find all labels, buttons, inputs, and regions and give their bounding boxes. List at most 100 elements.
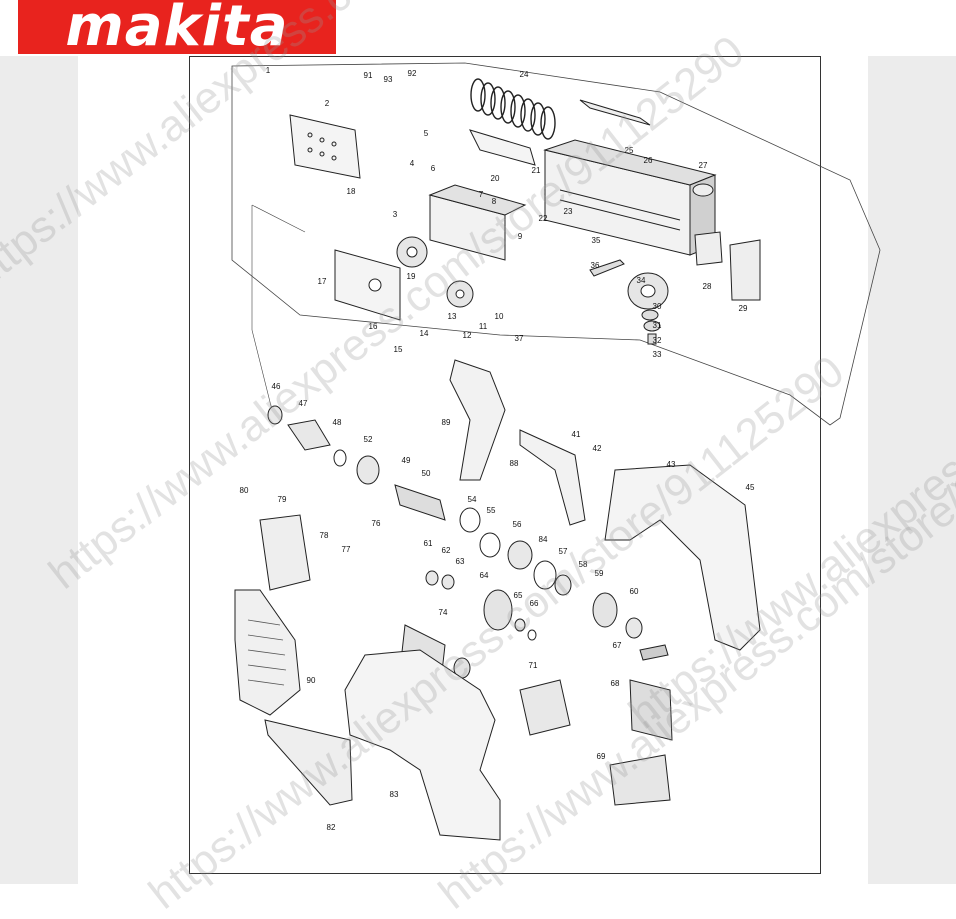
part-callout-49: 49 <box>402 456 411 465</box>
part-callout-66: 66 <box>530 599 539 608</box>
right-gray-margin <box>868 56 956 884</box>
part-callout-20: 20 <box>491 174 500 183</box>
part-callout-71: 71 <box>529 661 538 670</box>
part-callout-3: 3 <box>393 210 398 219</box>
hook-part <box>519 429 586 526</box>
side-plate <box>289 114 361 179</box>
part-callout-80: 80 <box>240 486 249 495</box>
rail-part <box>579 99 651 126</box>
grip-ribs <box>247 619 287 686</box>
part-callout-1: 1 <box>266 66 271 75</box>
part-callout-89: 89 <box>442 418 451 427</box>
makita-logo: makita <box>18 0 336 54</box>
part-callout-48: 48 <box>333 418 342 427</box>
part-callout-67: 67 <box>613 641 622 650</box>
gear-part <box>396 236 669 310</box>
part-callout-65: 65 <box>514 591 523 600</box>
part-callout-91: 91 <box>364 71 373 80</box>
part-callout-30: 30 <box>653 302 662 311</box>
part-callout-2: 2 <box>325 99 330 108</box>
part-callout-58: 58 <box>579 560 588 569</box>
part-callout-33: 33 <box>653 350 662 359</box>
part-callout-14: 14 <box>420 329 429 338</box>
part-callout-32: 32 <box>653 336 662 345</box>
part-callout-88: 88 <box>510 459 519 468</box>
drive-gear <box>483 589 618 631</box>
part-callout-26: 26 <box>644 156 653 165</box>
part-callout-78: 78 <box>320 531 329 540</box>
part-callout-12: 12 <box>463 331 472 340</box>
part-callout-68: 68 <box>611 679 620 688</box>
part-callout-84: 84 <box>539 535 548 544</box>
main-housing <box>344 649 501 841</box>
part-callout-23: 23 <box>564 207 573 216</box>
cover-part <box>259 514 311 591</box>
part-callout-6: 6 <box>431 164 436 173</box>
part-callout-55: 55 <box>487 506 496 515</box>
parts-diagram-svg: 1234567891011121314151617181920212223242… <box>231 62 881 841</box>
part-callout-83: 83 <box>390 790 399 799</box>
part-callout-29: 29 <box>739 304 748 313</box>
spring-part <box>470 78 556 140</box>
part-callout-61: 61 <box>424 539 433 548</box>
part-callout-28: 28 <box>703 282 712 291</box>
plate-part <box>264 719 353 806</box>
bearing-ring-parts <box>267 405 643 641</box>
part-callout-62: 62 <box>442 546 451 555</box>
callout-labels: 1234567891011121314151617181920212223242… <box>240 66 755 832</box>
part-callout-50: 50 <box>422 469 431 478</box>
part-callout-77: 77 <box>342 545 351 554</box>
part-callout-47: 47 <box>299 399 308 408</box>
part-callout-25: 25 <box>625 146 634 155</box>
part-callout-27: 27 <box>699 161 708 170</box>
small-hardware <box>589 259 661 345</box>
housing-half <box>604 464 761 651</box>
part-callout-17: 17 <box>318 277 327 286</box>
part-callout-74: 74 <box>439 608 448 617</box>
guide-housing <box>428 184 527 261</box>
assembly-leader <box>251 204 306 233</box>
left-gray-margin <box>0 56 78 884</box>
part-callout-54: 54 <box>468 495 477 504</box>
part-callout-92: 92 <box>408 69 417 78</box>
switch-part <box>609 679 673 806</box>
part-callout-16: 16 <box>369 322 378 331</box>
logo-text: makita <box>65 0 289 59</box>
front-plate <box>334 249 401 321</box>
part-callout-45: 45 <box>746 483 755 492</box>
bracket-part <box>469 129 536 166</box>
part-callout-69: 69 <box>597 752 606 761</box>
assembly-outline <box>231 62 881 426</box>
part-callout-59: 59 <box>595 569 604 578</box>
part-callout-13: 13 <box>448 312 457 321</box>
part-callout-60: 60 <box>630 587 639 596</box>
part-callout-15: 15 <box>394 345 403 354</box>
part-callout-90: 90 <box>307 676 316 685</box>
cap-part <box>692 183 761 301</box>
part-callout-52: 52 <box>364 435 373 444</box>
part-callout-46: 46 <box>272 382 281 391</box>
assembly-leader <box>251 329 273 411</box>
part-callout-63: 63 <box>456 557 465 566</box>
part-callout-31: 31 <box>653 321 662 330</box>
part-callout-24: 24 <box>520 70 529 79</box>
part-callout-64: 64 <box>480 571 489 580</box>
spindle-part <box>394 484 446 521</box>
stopper-part <box>449 359 506 481</box>
part-callout-82: 82 <box>327 823 336 832</box>
part-callout-76: 76 <box>372 519 381 528</box>
part-callout-35: 35 <box>592 236 601 245</box>
part-callout-43: 43 <box>667 460 676 469</box>
part-callout-57: 57 <box>559 547 568 556</box>
part-callout-9: 9 <box>518 232 523 241</box>
part-callout-7: 7 <box>479 190 484 199</box>
part-callout-11: 11 <box>479 322 488 331</box>
part-callout-21: 21 <box>532 166 541 175</box>
part-callout-22: 22 <box>539 214 548 223</box>
part-callout-37: 37 <box>515 334 524 343</box>
part-callout-93: 93 <box>384 75 393 84</box>
part-callout-56: 56 <box>513 520 522 529</box>
part-callout-36: 36 <box>591 261 600 270</box>
lever-part <box>639 644 669 661</box>
part-callout-19: 19 <box>407 272 416 281</box>
